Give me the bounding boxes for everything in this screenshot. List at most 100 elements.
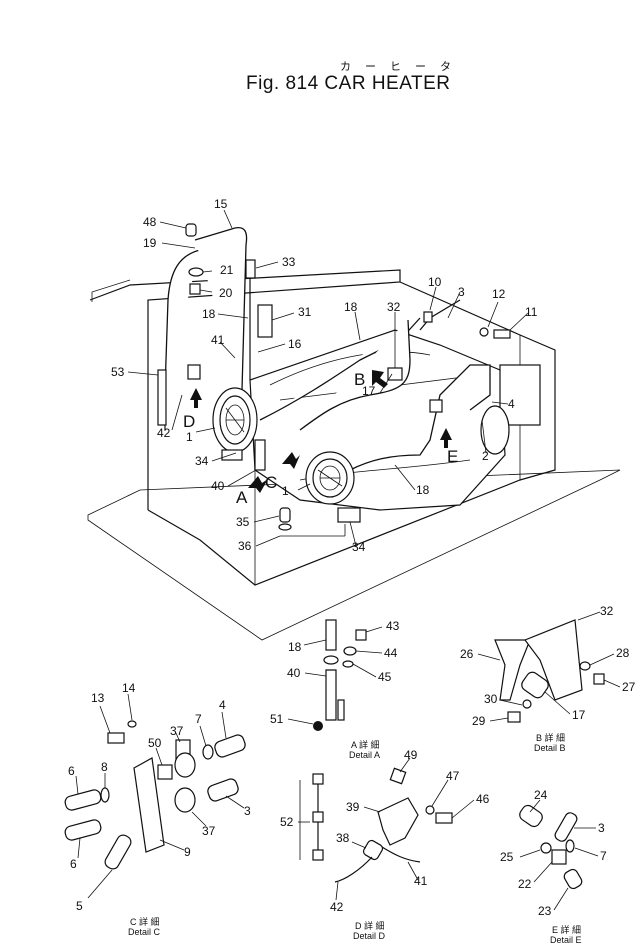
part-label: 1	[282, 484, 289, 498]
bolt-13	[107, 732, 125, 744]
bolt-20	[189, 283, 201, 295]
washer-21	[188, 267, 204, 277]
bracket	[337, 699, 345, 721]
arrow-b	[372, 370, 388, 388]
hose-42	[334, 856, 373, 883]
detail-letters: A B C D E	[183, 370, 458, 507]
detail-caption-en: Detail E	[550, 935, 582, 945]
valve-d	[187, 364, 201, 380]
part-label: 10	[428, 275, 442, 289]
part-label: 38	[336, 831, 350, 845]
clip-52-bottom	[312, 849, 324, 861]
joint	[323, 655, 339, 665]
cap-48	[185, 223, 197, 237]
detail-caption-en: Detail A	[349, 750, 380, 760]
part-label: 40	[211, 479, 225, 493]
clip-52-top	[312, 773, 324, 785]
figure-subtitle: カーヒータ	[340, 60, 465, 73]
detail-letter-c: C	[265, 473, 277, 492]
part-label: 25	[500, 850, 514, 864]
heater-unit-right	[305, 451, 355, 505]
part-label: 17	[572, 708, 586, 722]
part-label: 19	[143, 236, 157, 250]
detail-letter-e: E	[447, 447, 458, 466]
clamp-8	[100, 787, 110, 803]
part-label: 40	[287, 666, 301, 680]
cabinet-side	[147, 281, 556, 586]
valve-e	[429, 399, 443, 413]
bracket-26	[494, 639, 531, 701]
bracket-34-right	[337, 507, 361, 523]
part-label: 18	[202, 307, 216, 321]
callout-arrows	[190, 370, 452, 493]
flange	[480, 405, 510, 455]
part-label: 17	[362, 384, 376, 398]
part-label: 3	[458, 285, 465, 299]
part-label: 9	[184, 845, 191, 859]
detail-caption-en: Detail B	[534, 743, 566, 753]
cabinet-top	[89, 269, 401, 510]
washer-28	[579, 661, 591, 671]
bolt-49	[389, 767, 407, 785]
part-label: 4	[508, 397, 515, 411]
part-label: 8	[101, 760, 108, 774]
part-label: 32	[600, 604, 614, 618]
part-label: 11	[525, 305, 538, 319]
part-label: 41	[211, 333, 225, 347]
part-label: 33	[282, 255, 296, 269]
part-label: 29	[472, 714, 486, 728]
pipe-15	[194, 226, 248, 391]
part-label: 15	[214, 197, 228, 211]
arrow-d	[190, 388, 202, 408]
part-label: 42	[157, 426, 171, 440]
elbow-23	[563, 868, 583, 890]
detail-e: 24 3 25 7 22 23 E 詳 細 Detail E	[500, 788, 607, 945]
part-label: 22	[518, 877, 532, 891]
bolt-46	[435, 812, 453, 824]
part-label: 13	[91, 691, 105, 705]
nut-50	[157, 764, 173, 780]
part-label: 52	[280, 815, 294, 829]
part-label: 18	[344, 300, 358, 314]
part-label: 16	[288, 337, 302, 351]
part-label: 44	[384, 646, 398, 660]
joint-33	[245, 259, 256, 279]
pipe-lower	[349, 364, 491, 471]
part-label: 42	[330, 900, 344, 914]
elbow-37	[174, 752, 196, 778]
detail-caption-jp: D 詳 細	[355, 920, 385, 931]
floor-plate	[87, 469, 621, 641]
fitting-17	[521, 671, 549, 699]
clip-52-mid	[312, 811, 324, 823]
detail-caption-jp: C 詳 細	[130, 916, 160, 927]
washer-30	[522, 699, 532, 709]
pipe-upper	[259, 317, 421, 421]
main-part-labels: 48 19 15 21 33 20 18 31 16 41 53 42 34 4…	[111, 197, 538, 554]
bracket-39	[377, 797, 419, 846]
part-label: 48	[143, 215, 157, 229]
pipe-3	[207, 778, 239, 802]
part-label: 5	[76, 899, 83, 913]
bolt-27	[593, 673, 605, 685]
part-label: 34	[195, 454, 209, 468]
nut-51	[313, 721, 323, 731]
heater-unit-left	[212, 387, 258, 453]
figure-title: Fig. 814 CAR HEATER	[246, 73, 451, 94]
part-label: 43	[386, 619, 400, 633]
part-label: 31	[298, 305, 312, 319]
part-label: 3	[598, 821, 605, 835]
part-label: 30	[484, 692, 498, 706]
part-label: 34	[352, 540, 366, 554]
part-label: 14	[122, 681, 136, 695]
arrow-c	[282, 452, 300, 469]
clamp-7	[565, 839, 575, 853]
pipe-40-detail	[325, 669, 337, 721]
part-label: 28	[616, 646, 630, 660]
bracket-34-left	[221, 449, 243, 461]
part-label: 37	[170, 724, 184, 738]
detail-b: 32 26 28 27 30 29 17 B 詳 細 Detail B	[460, 604, 636, 753]
washer-45	[342, 660, 354, 668]
pipe-6-upper	[64, 789, 102, 811]
pipe-18-detail	[325, 619, 337, 651]
detail-letter-a: A	[236, 488, 248, 507]
